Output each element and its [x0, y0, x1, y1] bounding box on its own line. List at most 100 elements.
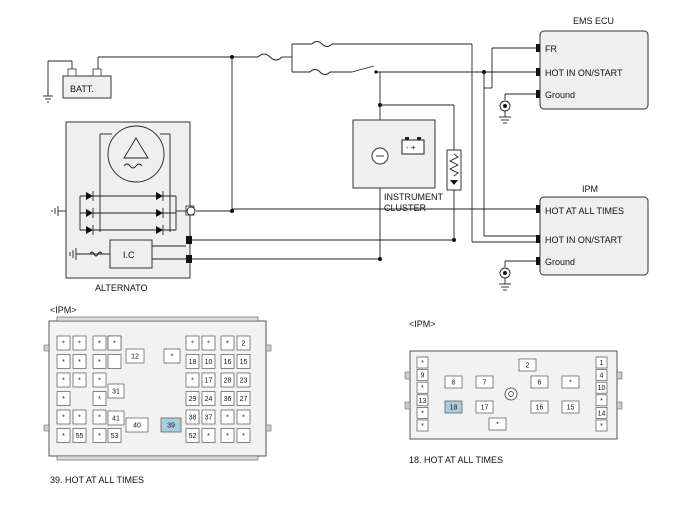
- pin-label: 18: [450, 405, 458, 412]
- left-col3-pin: [92, 409, 107, 425]
- right-leftcol-pin: [416, 394, 429, 407]
- left-col3-pin: [92, 372, 107, 388]
- right-rightcol-pin: [595, 407, 608, 419]
- pin-label: *: [569, 380, 572, 387]
- battery: BATT.: [43, 60, 112, 103]
- left-col4-pin: [107, 335, 122, 351]
- stator-icon: [107, 125, 165, 183]
- left-col8-pin: [236, 409, 251, 425]
- left-col1-pin: [56, 409, 71, 425]
- pin-label: 1: [600, 360, 604, 367]
- ems-pin-fr: [536, 44, 540, 52]
- pin-label: *: [207, 341, 210, 348]
- ems-hot-label: HOT IN ON/START: [545, 68, 623, 78]
- pin-label: 41: [112, 416, 120, 423]
- pin-label: 14: [598, 410, 606, 417]
- pin-label: *: [98, 433, 101, 440]
- left-mid-pin: [125, 348, 145, 364]
- left-col2-pin: [72, 335, 87, 351]
- right-mid-pin: [444, 375, 463, 389]
- right-rightcol-pin: [595, 394, 608, 407]
- pin-label: *: [62, 433, 65, 440]
- pin-label: 24: [205, 396, 213, 403]
- left-col3-pin: [92, 391, 107, 406]
- left-col8-pin: [236, 372, 251, 388]
- right-leftcol-pin: [416, 381, 429, 394]
- pin-label: *: [113, 341, 116, 348]
- pin-label: 7: [483, 380, 487, 387]
- pin-label: *: [421, 385, 424, 392]
- pin-label: 55: [76, 433, 84, 440]
- pin-label: *: [78, 359, 81, 366]
- pin-label: 9: [421, 373, 425, 380]
- pin-label: 2: [242, 341, 246, 348]
- ipm-left-cells: **********55********5312*31414039*18*293…: [56, 335, 251, 443]
- diode-icons: [86, 191, 164, 235]
- ipm-title: IPM: [582, 184, 598, 194]
- right-leftcol-pin: [416, 419, 429, 432]
- fuse-main: [257, 53, 283, 61]
- right-mid-pin: [475, 375, 494, 389]
- left-col8-pin: [236, 428, 251, 443]
- pin-label: 29: [189, 396, 197, 403]
- pin-label: *: [62, 359, 65, 366]
- left-mid-pin: [125, 417, 149, 433]
- ipm-right-title: <IPM>: [409, 319, 436, 329]
- left-col8-pin: [236, 335, 251, 351]
- pin-label: *: [496, 422, 499, 429]
- pin-label: *: [98, 378, 101, 385]
- left-col2-pin: [72, 354, 87, 369]
- left-col6-pin: [201, 335, 216, 351]
- left-col3b-pin: [107, 354, 122, 369]
- pin-label: 52: [189, 433, 197, 440]
- ipm-right-post-icon: [504, 387, 518, 401]
- right-leftcol-pin: [416, 369, 429, 381]
- pin-label: *: [98, 396, 101, 403]
- pin-label: *: [421, 423, 424, 430]
- ipm-hot-on-label: HOT IN ON/START: [545, 235, 623, 245]
- instrument-label-1: INSTRUMENT: [384, 192, 443, 202]
- left-col7-pin: [220, 428, 235, 443]
- left-col6-pin: [201, 354, 216, 369]
- pin-label: *: [62, 396, 65, 403]
- alternator: I.C ALTERNATO: [51, 121, 196, 293]
- pin-label: *: [191, 341, 194, 348]
- pin-label: *: [78, 341, 81, 348]
- pin-label: 13: [419, 398, 427, 405]
- caption-right: 18. HOT AT ALL TIMES: [409, 455, 503, 465]
- left-col5-pin: [185, 428, 200, 443]
- ic-label: I.C: [123, 250, 135, 260]
- pin-label: *: [78, 378, 81, 385]
- left-col5-pin: [185, 372, 200, 388]
- pin-label: *: [62, 415, 65, 422]
- pin-label: 36: [224, 396, 232, 403]
- pin-label: 4: [600, 373, 604, 380]
- battery-terminal-neg: [67, 68, 77, 77]
- left-col7-pin: [220, 372, 235, 388]
- pin-label: 16: [224, 359, 232, 366]
- left-col5-pin: [185, 335, 200, 351]
- pin-label: *: [98, 341, 101, 348]
- left-col6-pin: [201, 372, 216, 388]
- right-bottom-pin: [488, 417, 507, 431]
- ems-pin-hot: [536, 68, 540, 76]
- pin-label: 53: [111, 433, 119, 440]
- left-col1-pin: [56, 391, 71, 406]
- left-col6-pin: [201, 409, 216, 425]
- right-rightcol-pin: [595, 356, 608, 369]
- pin-label: *: [600, 423, 603, 430]
- pin-label: *: [98, 359, 101, 366]
- wiring: [97, 41, 536, 261]
- caption-left: 39. HOT AT ALL TIMES: [50, 475, 144, 485]
- ems-fr-label: FR: [545, 44, 557, 54]
- left-col8-pin: [236, 354, 251, 369]
- pin-label: 38: [189, 415, 197, 422]
- left-col7-pin: [220, 354, 235, 369]
- battery-warning-icon: [401, 139, 425, 155]
- ipm-hot-all-label: HOT AT ALL TIMES: [545, 206, 624, 216]
- pin-label: 18: [189, 359, 197, 366]
- left-mid-pin: [107, 410, 125, 426]
- pin-label: *: [78, 415, 81, 422]
